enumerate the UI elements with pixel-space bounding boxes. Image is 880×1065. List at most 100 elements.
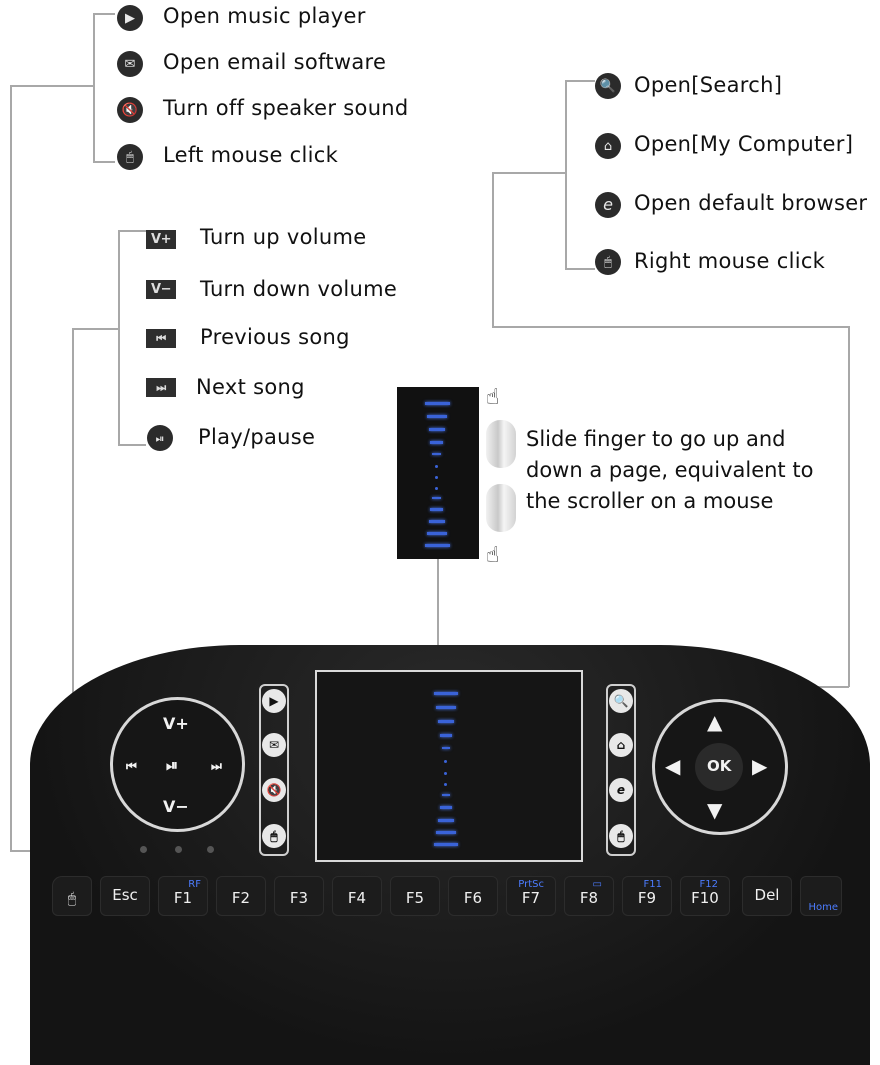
volume-up-icon: V+ bbox=[146, 230, 176, 249]
callout-left-mouse-click: Left mouse click bbox=[163, 143, 339, 167]
left-function-column bbox=[259, 684, 289, 856]
connector-line bbox=[437, 559, 439, 671]
key-sublabel-icon: ▭ bbox=[592, 879, 602, 890]
connector-line bbox=[72, 328, 74, 775]
key-home[interactable]: Home bbox=[800, 876, 842, 916]
search-button[interactable]: 🔍 bbox=[609, 689, 633, 713]
connector-line bbox=[565, 80, 595, 82]
key-esc[interactable]: Esc bbox=[100, 876, 150, 916]
browser-icon: e bbox=[595, 192, 621, 218]
hand-tap-icon: ☝ bbox=[486, 385, 500, 410]
key-label: F6 bbox=[463, 889, 483, 907]
browser-button[interactable]: e bbox=[609, 778, 633, 802]
previous-icon: ⏮ bbox=[146, 329, 176, 348]
connector-line bbox=[492, 172, 566, 174]
ok-button[interactable]: OK bbox=[707, 757, 732, 775]
callout-play-pause: Play/pause bbox=[198, 425, 316, 449]
key-label: F5 bbox=[405, 889, 425, 907]
callout-turn-down-volume: Turn down volume bbox=[200, 277, 398, 301]
arrow-down-button[interactable]: ▼ bbox=[707, 798, 723, 822]
connector-line bbox=[848, 326, 850, 687]
media-control-pad[interactable] bbox=[110, 697, 245, 832]
swipe-motion-icon bbox=[486, 420, 516, 468]
right-click-button[interactable]: 🖱 bbox=[609, 824, 633, 848]
email-button[interactable]: ✉ bbox=[262, 733, 286, 757]
mouse-icon: 🖱 bbox=[117, 144, 143, 170]
volume-down-button[interactable]: V− bbox=[163, 797, 189, 816]
key-label: F7 bbox=[521, 889, 541, 907]
home-icon: ⌂ bbox=[595, 133, 621, 159]
key-label: F3 bbox=[289, 889, 309, 907]
key-f7[interactable]: PrtSc F7 bbox=[506, 876, 556, 916]
status-led bbox=[175, 846, 182, 853]
mouse-icon: 🖱 bbox=[67, 891, 77, 907]
music-icon: ▶ bbox=[117, 5, 143, 31]
key-sublabel: F12 bbox=[699, 879, 718, 890]
key-sublabel: RF bbox=[188, 879, 201, 890]
scroll-description-line: the scroller on a mouse bbox=[526, 489, 774, 513]
status-led bbox=[140, 846, 147, 853]
key-label: Del bbox=[754, 886, 780, 904]
connector-line bbox=[492, 172, 494, 327]
arrow-left-button[interactable]: ◀ bbox=[665, 754, 681, 778]
callout-open-default-browser: Open default browser bbox=[634, 191, 868, 215]
volume-down-icon: V− bbox=[146, 280, 176, 299]
play-pause-button[interactable]: ⏯ bbox=[166, 756, 179, 774]
key-label: F1 bbox=[173, 889, 193, 907]
key-sublabel: F11 bbox=[643, 879, 662, 890]
home-button[interactable]: ⌂ bbox=[609, 733, 633, 757]
mute-button[interactable]: 🔇 bbox=[262, 778, 286, 802]
touchpad[interactable] bbox=[315, 670, 583, 862]
connector-line bbox=[118, 444, 146, 446]
connector-line bbox=[72, 328, 119, 330]
key-f1[interactable]: RF F1 bbox=[158, 876, 208, 916]
arrow-right-button[interactable]: ▶ bbox=[752, 754, 768, 778]
callout-right-mouse-click: Right mouse click bbox=[634, 249, 826, 273]
callout-open-my-computer: Open[My Computer] bbox=[634, 132, 854, 156]
scroll-description: Slide finger to go up and down a page, e… bbox=[526, 424, 813, 517]
callout-open-search: Open[Search] bbox=[634, 73, 783, 97]
connector-line bbox=[492, 326, 849, 328]
key-del[interactable]: Del bbox=[742, 876, 792, 916]
previous-button[interactable]: ⏮ bbox=[126, 759, 137, 773]
ok-button-ring bbox=[695, 743, 743, 791]
left-click-button[interactable]: 🖱 bbox=[262, 824, 286, 848]
connector-line bbox=[118, 230, 146, 232]
scroll-strip-illustration bbox=[397, 387, 479, 559]
search-icon: 🔍 bbox=[595, 73, 621, 99]
key-f2[interactable]: F2 bbox=[216, 876, 266, 916]
scroll-description-line: down a page, equivalent to bbox=[526, 458, 814, 482]
key-f4[interactable]: F4 bbox=[332, 876, 382, 916]
connector-line bbox=[93, 13, 95, 162]
swipe-motion-icon bbox=[486, 484, 516, 532]
key-sublabel: PrtSc bbox=[518, 879, 544, 890]
status-led bbox=[207, 846, 214, 853]
connector-line bbox=[10, 85, 12, 850]
connector-line bbox=[565, 80, 567, 269]
key-sublabel: Home bbox=[808, 902, 838, 913]
callout-turn-off-speaker: Turn off speaker sound bbox=[163, 96, 409, 120]
key-label: F8 bbox=[579, 889, 599, 907]
scroll-description-line: Slide finger to go up and bbox=[526, 427, 786, 451]
connector-line bbox=[93, 13, 115, 15]
right-function-column bbox=[606, 684, 636, 856]
key-f6[interactable]: F6 bbox=[448, 876, 498, 916]
next-button[interactable]: ⏭ bbox=[211, 759, 222, 773]
key-f3[interactable]: F3 bbox=[274, 876, 324, 916]
key-label: F9 bbox=[637, 889, 657, 907]
key-f8[interactable]: ▭ F8 bbox=[564, 876, 614, 916]
key-f9[interactable]: F11 F9 bbox=[622, 876, 672, 916]
arrow-up-button[interactable]: ▲ bbox=[707, 710, 723, 734]
connector-line bbox=[565, 268, 595, 270]
connector-line bbox=[118, 230, 120, 445]
key-mouse[interactable]: 🖱 bbox=[52, 876, 92, 916]
key-f5[interactable]: F5 bbox=[390, 876, 440, 916]
volume-up-button[interactable]: V+ bbox=[163, 714, 189, 733]
callout-open-email-software: Open email software bbox=[163, 50, 387, 74]
callout-turn-up-volume: Turn up volume bbox=[200, 225, 367, 249]
key-f10[interactable]: F12 F10 bbox=[680, 876, 730, 916]
hand-tap-icon: ☝ bbox=[486, 543, 500, 568]
callout-open-music-player: Open music player bbox=[163, 4, 366, 28]
music-button[interactable]: ▶ bbox=[262, 689, 286, 713]
key-label: F2 bbox=[231, 889, 251, 907]
